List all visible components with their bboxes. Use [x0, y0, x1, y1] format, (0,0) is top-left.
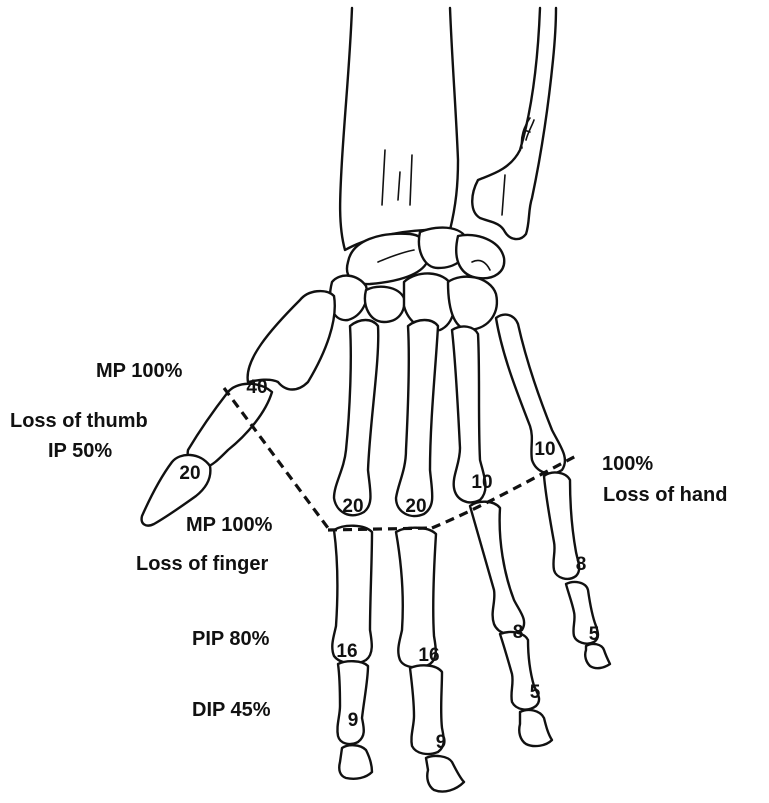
little-pip-value: 8 — [576, 554, 587, 575]
index-distal-phalanx — [339, 745, 372, 779]
index-dip-value: 9 — [348, 710, 359, 731]
little-dip-value: 5 — [589, 624, 600, 645]
thumb-bones — [142, 291, 335, 526]
thumb-metacarpal — [248, 291, 335, 389]
ring-dip-value: 5 — [530, 682, 541, 703]
middle-metacarpal — [396, 320, 438, 516]
thumb-ip-value: 20 — [179, 463, 200, 484]
index-middle-phalanx — [337, 661, 368, 744]
ring-mp-value: 10 — [471, 472, 492, 493]
dip-label: DIP 45% — [192, 699, 271, 721]
middle-pip-value: 16 — [418, 645, 439, 666]
index-metacarpal — [334, 320, 378, 515]
thumb-mp-value: 40 — [246, 377, 267, 398]
thumb-loss-label: Loss of thumb — [10, 410, 148, 432]
index-pip-value: 16 — [336, 641, 357, 662]
radius-bone — [340, 8, 458, 250]
triquetrum-bone — [456, 235, 504, 278]
finger-loss-label: Loss of finger — [136, 553, 268, 575]
ulna-bone — [472, 8, 556, 239]
pip-label: PIP 80% — [192, 628, 270, 650]
trapezoid-bone — [365, 287, 404, 322]
middle-dip-value: 9 — [436, 732, 447, 753]
ring-finger-bones — [470, 502, 552, 746]
middle-mp-value: 20 — [405, 496, 426, 517]
little-distal-phalanx — [585, 644, 610, 668]
little-proximal-phalanx — [544, 473, 579, 579]
index-mp-value: 20 — [342, 496, 363, 517]
ring-pip-value: 8 — [513, 622, 524, 643]
ring-distal-phalanx — [519, 710, 552, 746]
thumb-ip-label: IP 50% — [48, 440, 112, 462]
metacarpal-bones — [334, 315, 565, 516]
hand-percent-label: 100% — [602, 453, 653, 475]
finger-mp-label: MP 100% — [186, 514, 273, 536]
thumb-mp-label: MP 100% — [96, 360, 183, 382]
ring-proximal-phalanx — [470, 502, 524, 635]
hand-loss-label: Loss of hand — [603, 484, 727, 506]
little-mp-value: 10 — [534, 439, 555, 460]
hamate-bone — [448, 277, 497, 330]
middle-distal-phalanx — [426, 756, 464, 792]
